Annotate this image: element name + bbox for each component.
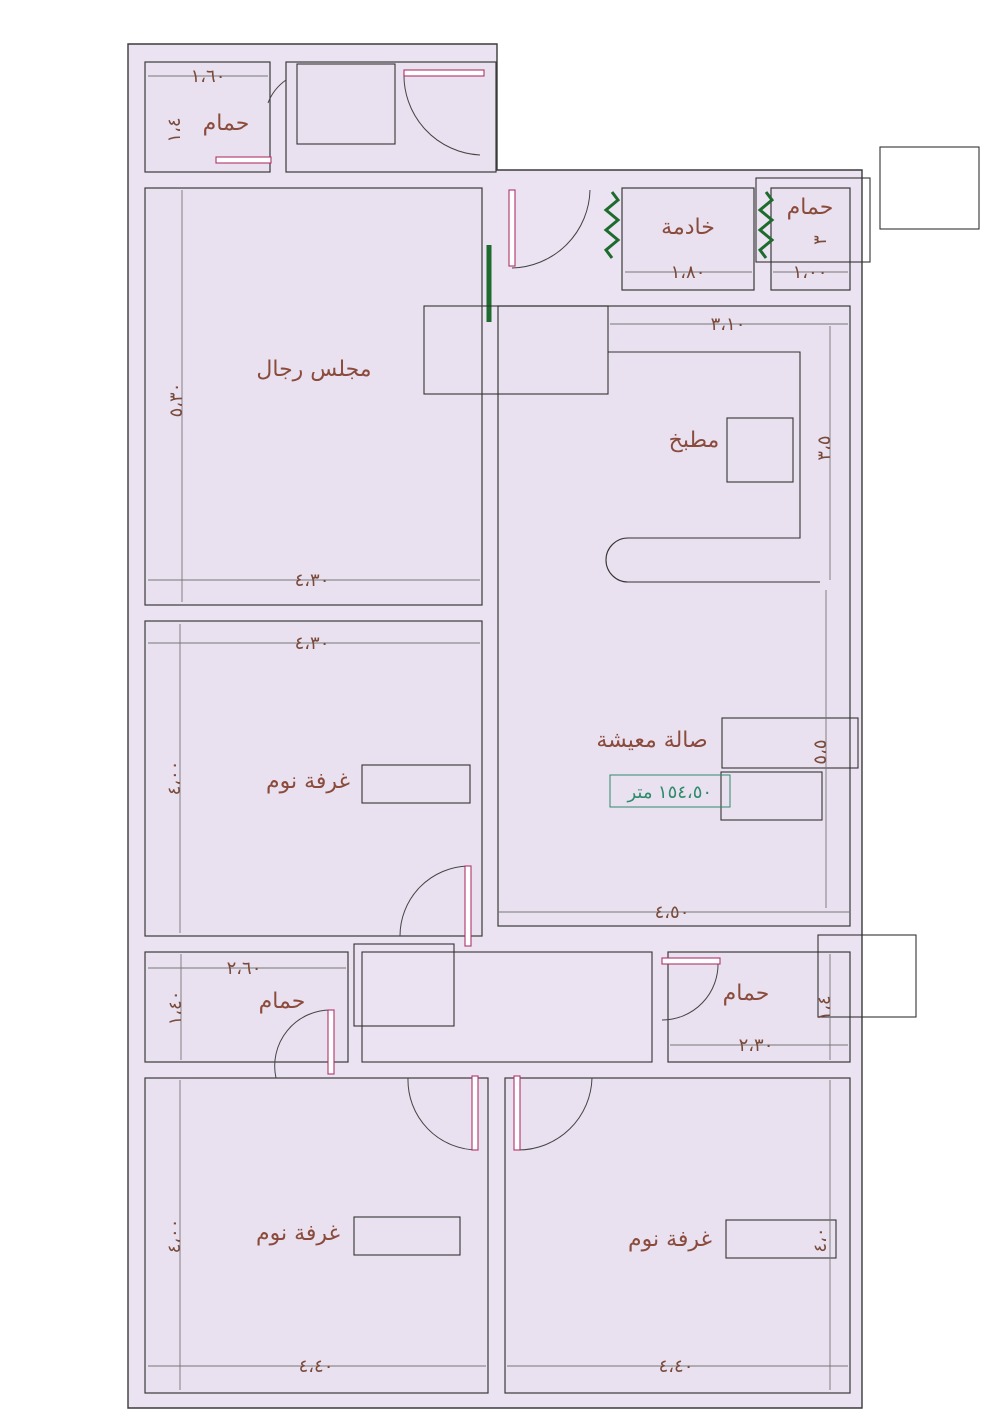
label-top-bath: حمام bbox=[203, 111, 250, 136]
label-bedroom-bottom-right: غرفة نوم bbox=[628, 1227, 712, 1252]
label-living: صالة معيشة bbox=[596, 728, 707, 753]
dim-bed-br-w: ٤،٤٠ bbox=[659, 1356, 694, 1377]
dim-maid-w: ١،٨٠ bbox=[671, 262, 706, 283]
doors bbox=[215, 69, 721, 1151]
fixtures bbox=[296, 63, 980, 1259]
dim-bath-ml-h: ١،٤٠ bbox=[165, 991, 186, 1026]
dim-kitchen-w: ٣،١٠ bbox=[711, 314, 746, 335]
room-kitchen bbox=[497, 305, 851, 927]
room-top-bath bbox=[144, 61, 271, 173]
dim-majlis-h: ٥،٣٠ bbox=[166, 383, 187, 418]
room-bedroom-bottom-right bbox=[504, 1077, 851, 1394]
dim-maid-bath-w: ١،٠٠ bbox=[793, 262, 828, 283]
label-maid: خادمة bbox=[661, 215, 715, 240]
hall-wall bbox=[361, 951, 653, 1063]
dim-bed-bl-w: ٤،٤٠ bbox=[299, 1356, 334, 1377]
room-top-entry bbox=[285, 61, 497, 173]
room-bedroom-bottom-left bbox=[144, 1077, 489, 1394]
green-doors bbox=[486, 191, 775, 322]
dim-bedroom-left-w: ٤،٣٠ bbox=[295, 633, 330, 654]
dim-bath-mr-h: ١،٤ bbox=[814, 995, 835, 1020]
dim-bed-br-h: ٤،٠ bbox=[810, 1227, 831, 1252]
room-majlis bbox=[144, 187, 483, 606]
dim-bedroom-left-h: ٤،٠٠ bbox=[164, 761, 185, 796]
dim-majlis-w: ٤،٣٠ bbox=[295, 570, 330, 591]
dim-top-bath-w: ١،٦٠ bbox=[191, 66, 226, 87]
room-bath-mid-left bbox=[144, 951, 349, 1063]
area-unit: متر bbox=[626, 782, 652, 803]
dim-top-bath-h: ١،٤ bbox=[164, 117, 185, 142]
dimension-lines bbox=[148, 75, 848, 1390]
label-bedroom-left: غرفة نوم bbox=[266, 769, 350, 794]
label-maid-bath: حمام bbox=[787, 195, 834, 220]
room-bedroom-left bbox=[144, 620, 483, 937]
dim-bed-bl-h: ٤،٠٠ bbox=[164, 1219, 185, 1254]
room-maid bbox=[621, 187, 755, 291]
area-box bbox=[609, 774, 731, 808]
area-value: ١٥٤،٥٠ bbox=[658, 782, 712, 803]
room-maid-bath bbox=[770, 187, 851, 291]
dim-bath-ml-w: ٢،٦٠ bbox=[227, 958, 262, 979]
dim-living-h: ٥،٥ bbox=[810, 739, 831, 764]
label-bath-mid-right: حمام bbox=[723, 981, 770, 1006]
dim-kitchen-h: ٣،٥ bbox=[814, 435, 835, 460]
label-bedroom-bottom-left: غرفة نوم bbox=[256, 1221, 340, 1246]
label-bath-mid-left: حمام bbox=[259, 989, 306, 1014]
dim-living-w: ٤،٥٠ bbox=[655, 902, 690, 923]
label-majlis: مجلس رجال bbox=[256, 357, 371, 382]
dim-maid-bath-h: ٣ bbox=[810, 235, 831, 245]
label-kitchen: مطبخ bbox=[669, 428, 720, 453]
dim-bath-mr-w: ٢،٣٠ bbox=[739, 1035, 774, 1056]
